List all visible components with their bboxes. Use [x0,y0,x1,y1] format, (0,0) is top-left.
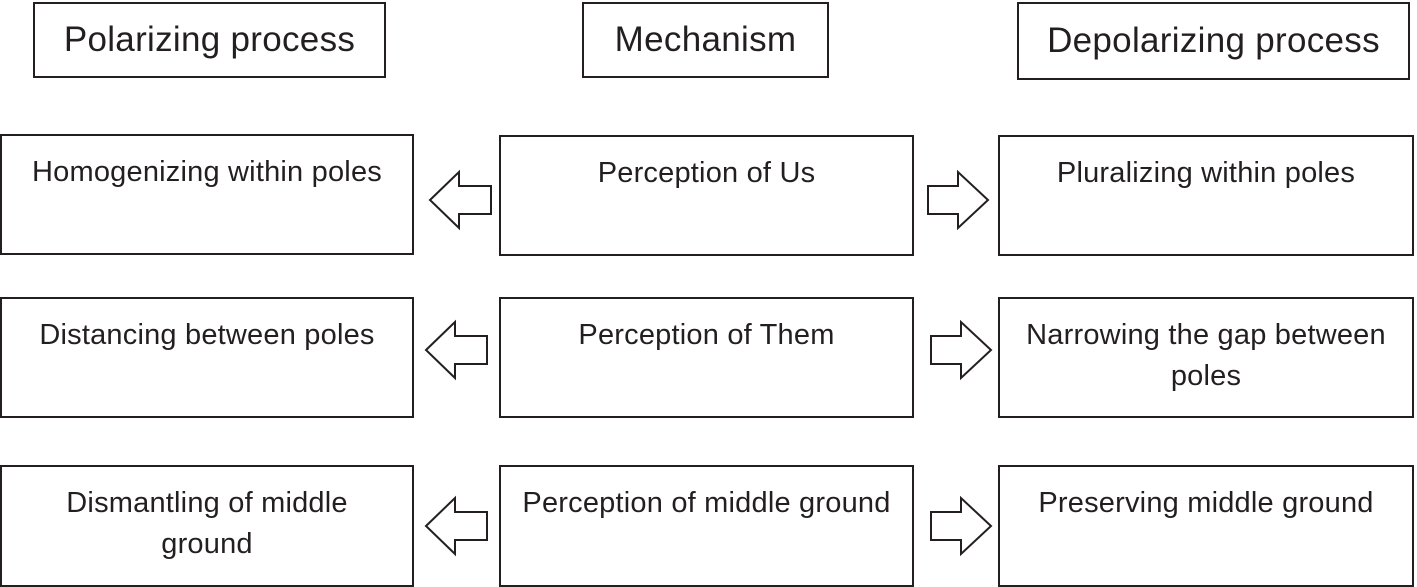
polarizing-process-header: Polarizing process [33,2,386,78]
polarizing-cell-label: Homogenizing within poles [32,156,382,188]
right-arrow-icon [927,169,990,231]
depolarizing-cell-label: Pluralizing within poles [1056,157,1356,189]
depolarizing-cell-label: Preserving middle ground [1038,487,1374,519]
polarizing-cell-row-2: Distancing between poles [0,297,414,418]
right-arrow-icon [930,495,993,557]
mechanism-header-label: Mechanism [614,20,797,59]
left-arrow-icon [424,319,488,381]
depolarizing-cell-row-3: Preserving middle ground [998,465,1414,587]
mechanism-cell-label: Perception of middle ground [522,487,891,519]
polarizing-process-header-label: Polarizing process [63,20,356,59]
depolarizing-process-header: Depolarizing process [1017,2,1410,80]
mechanism-cell-row-1: Perception of Us [499,135,914,256]
mechanism-header: Mechanism [582,2,829,78]
mechanism-cell-row-3: Perception of middle ground [499,465,914,587]
polarizing-cell-label: Distancing between poles [39,319,375,351]
depolarizing-process-header-label: Depolarizing process [1047,21,1380,60]
polarizing-cell-label: Dismantling of middle ground [66,487,348,560]
depolarizing-cell-row-1: Pluralizing within poles [998,135,1414,256]
depolarizing-cell-label: Narrowing the gap between poles [1026,319,1386,392]
left-arrow-icon [428,169,492,231]
mechanism-cell-label: Perception of Us [597,157,816,189]
polarizing-cell-row-3: Dismantling of middle ground [0,465,414,587]
right-arrow-icon [930,319,993,381]
depolarizing-cell-row-2: Narrowing the gap between poles [998,297,1414,418]
polarizing-cell-row-1: Homogenizing within poles [0,134,414,255]
mechanism-cell-label: Perception of Them [578,319,835,351]
mechanism-cell-row-2: Perception of Them [499,297,914,418]
left-arrow-icon [424,495,488,557]
